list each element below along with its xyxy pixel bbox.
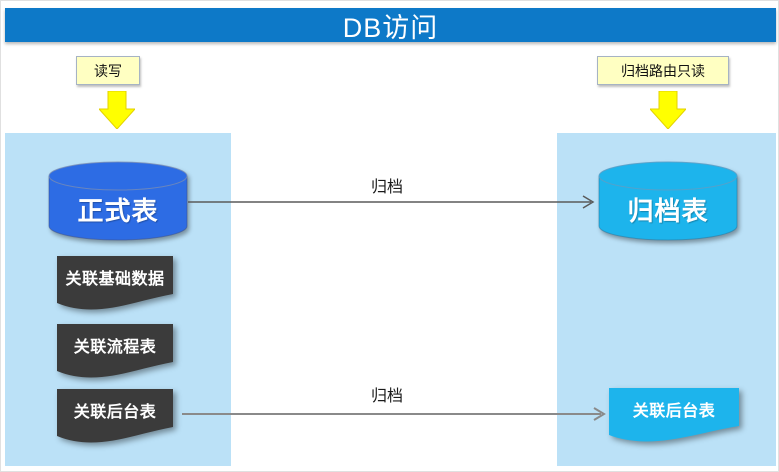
formal-table-label: 正式表 xyxy=(77,195,159,226)
callout-read-write: 读写 xyxy=(76,56,140,85)
bottom-archive-flow-label: 归档 xyxy=(370,388,403,405)
related-process-table-shape: 关联流程表 xyxy=(57,324,173,386)
archive-table-cylinder: 归档表 xyxy=(598,161,738,241)
callout-archive-route: 归档路由只读 xyxy=(597,56,729,85)
related-backend-table-label: 关联后台表 xyxy=(73,404,157,421)
formal-table-cylinder: 正式表 xyxy=(48,161,188,241)
callout-read-write-label: 读写 xyxy=(94,62,122,79)
document-shape-icon xyxy=(57,256,173,310)
document-shape-icon xyxy=(57,324,173,378)
related-backend-table-shape: 关联后台表 xyxy=(57,389,173,451)
callout-archive-route-label: 归档路由只读 xyxy=(621,62,705,79)
database-cylinder-icon xyxy=(48,161,188,241)
archive-table-label: 归档表 xyxy=(627,195,709,226)
down-arrow-icon xyxy=(99,91,135,129)
database-cylinder-icon xyxy=(598,161,738,241)
document-shape-icon xyxy=(57,389,173,443)
related-base-data-label: 关联基础数据 xyxy=(65,271,165,288)
document-shape-icon xyxy=(609,388,739,442)
title-bar: DB访问 xyxy=(5,8,776,43)
down-arrow-icon xyxy=(650,91,686,129)
page-title: DB访问 xyxy=(342,12,439,43)
related-base-data-shape: 关联基础数据 xyxy=(57,256,173,318)
top-archive-flow-label: 归档 xyxy=(370,179,403,196)
related-process-table-label: 关联流程表 xyxy=(73,339,157,356)
archived-backend-table-label: 关联后台表 xyxy=(632,403,716,420)
archived-backend-table-shape: 关联后台表 xyxy=(609,388,739,450)
